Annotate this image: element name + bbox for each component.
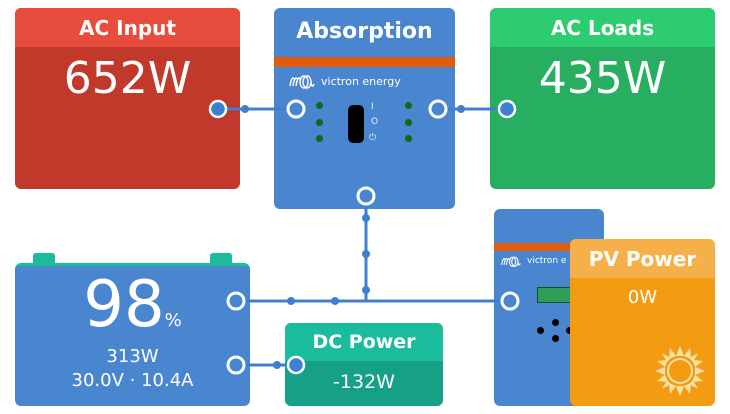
dc-power-tile[interactable]: DC Power -132W [285,323,443,406]
ac-input-title: AC Input [15,8,240,47]
battery-soc-unit: % [164,310,182,331]
flow-dot [362,250,370,258]
victron-logo-icon [289,75,315,89]
solar-button[interactable] [566,327,573,334]
dc-power-title: DC Power [285,323,443,361]
flow-dot [362,214,370,222]
battery-terminal-negative [33,253,55,263]
inverter-state: Absorption [296,18,433,44]
led-indicator [405,119,412,126]
pv-power-title: PV Power [570,239,715,278]
ac-loads-power: 435W [538,53,667,104]
solar-brand-text: victron e [527,256,567,266]
switch-off-label: O [371,117,379,127]
inverter-brand-text: victron energy [321,74,401,88]
inverter-accent-band [274,57,455,67]
solar-button[interactable] [537,327,544,334]
solar-button[interactable] [552,335,559,342]
led-indicator [316,119,323,126]
flow-dot [331,297,339,305]
pv-power-tile[interactable]: PV Power 0W [570,239,715,406]
battery-terminal-positive [210,253,232,263]
ac-loads-title: AC Loads [490,8,715,47]
battery-tile[interactable]: 98% 313W 30.0V · 10.4A [15,263,250,406]
led-indicator [316,135,323,142]
victron-logo-icon [501,256,521,267]
solar-button[interactable] [552,319,559,326]
ac-input-tile[interactable]: AC Input 652W [15,8,240,189]
inverter-mode-switch[interactable] [348,105,364,143]
led-indicator [405,135,412,142]
battery-soc: 98% [15,268,250,342]
power-icon: ⏻ [369,133,377,143]
ac-input-power: 652W [63,53,192,104]
led-indicator [405,102,412,109]
battery-soc-value: 98 [83,268,165,342]
flow-dot [241,105,249,113]
battery-power: 313W [106,346,159,367]
flow-dot [362,286,370,294]
flow-dot [287,297,295,305]
dc-power-value: -132W [333,371,395,393]
battery-voltage-current: 30.0V · 10.4A [71,370,194,391]
solar-accent-band [494,243,604,251]
flow-dot [457,105,465,113]
inverter-tile[interactable]: Absorption victron energy I O ⏻ [274,8,455,209]
sun-icon [655,346,705,396]
ac-loads-tile[interactable]: AC Loads 435W [490,8,715,189]
flow-dot [273,361,281,369]
solar-brand: victron e [500,254,566,268]
pv-power-value: 0W [627,287,658,308]
inverter-brand: victron energy [288,72,401,90]
led-indicator [316,102,323,109]
switch-on-label: I [371,102,374,112]
